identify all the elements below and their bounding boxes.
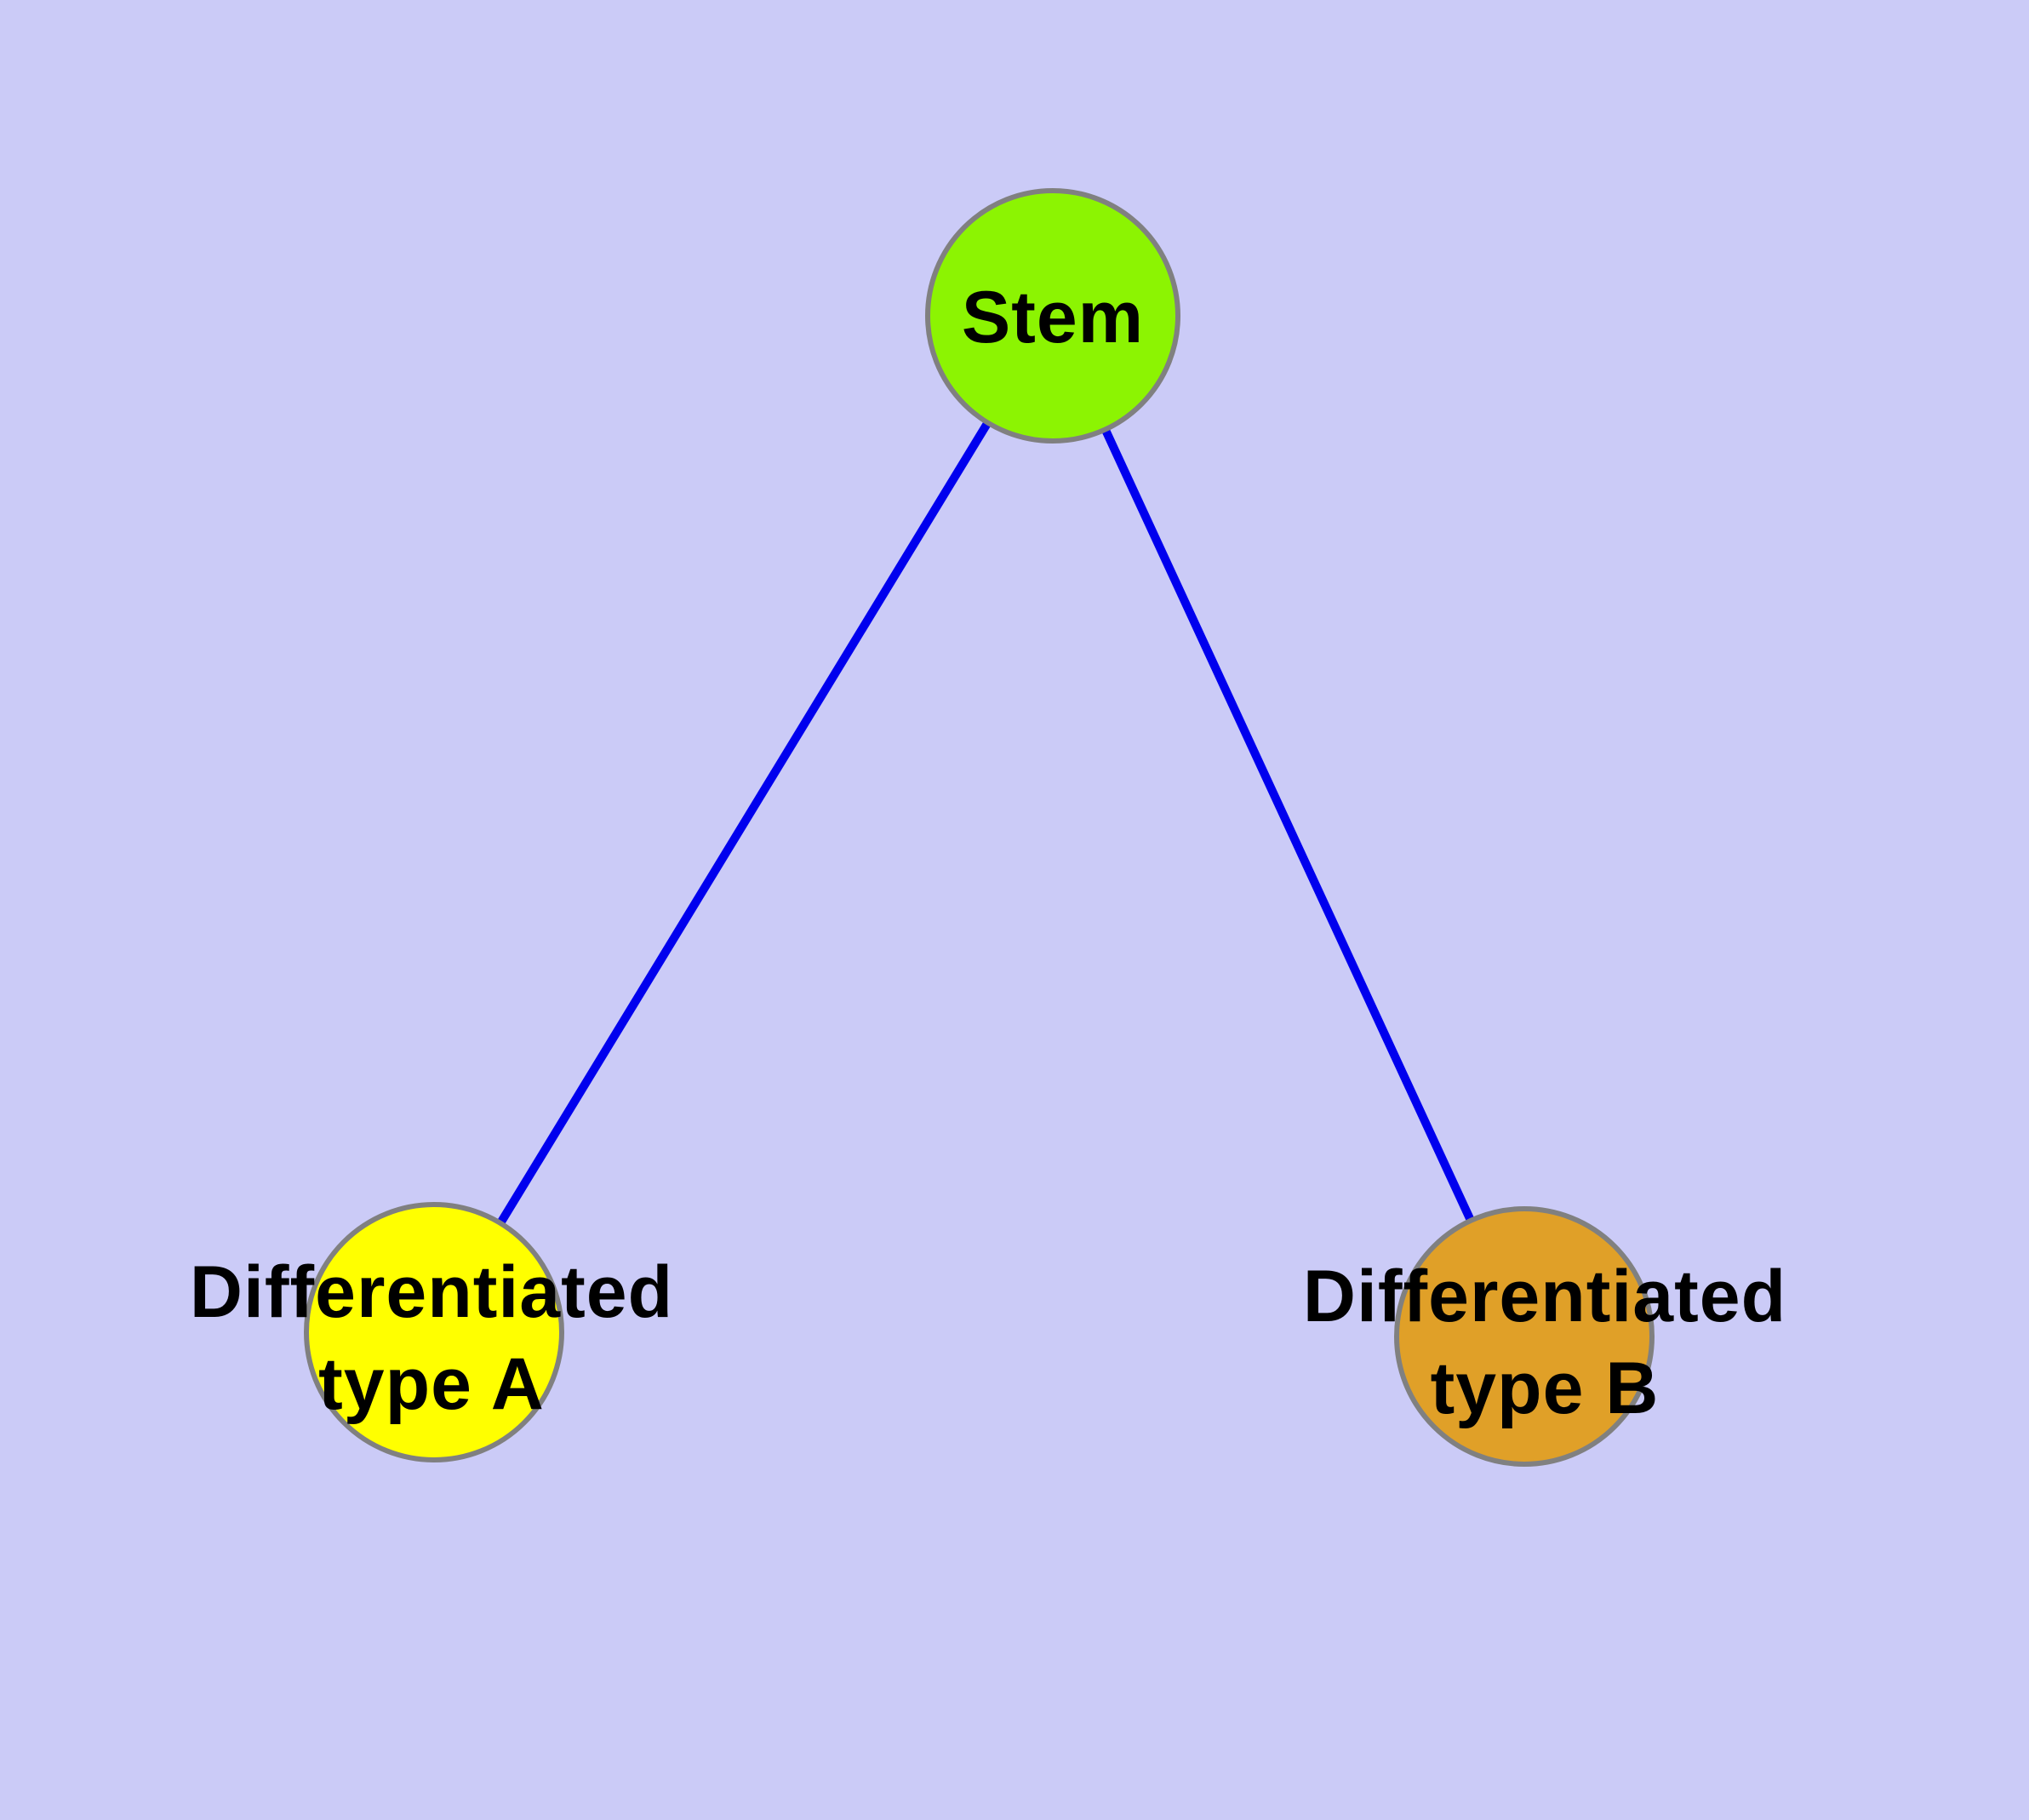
node-type-b-label-line2: type B [1431,1348,1660,1429]
node-differentiated-type-b [1394,1206,1655,1467]
label-layer: Stem Differentiated type A Differentiate… [190,277,1786,1429]
node-type-b-label-line1: Differentiated [1303,1256,1786,1337]
node-type-a-label-line1: Differentiated [190,1251,673,1333]
node-type-a-label-line2: type A [318,1343,545,1425]
edge-stem-to-type-b [1049,313,1529,1339]
node-stem [925,188,1180,444]
edge-layer [430,313,1529,1339]
node-layer [304,188,1655,1467]
edge-stem-to-type-a [430,313,1057,1335]
node-differentiated-type-a [304,1202,564,1462]
node-stem-label: Stem [962,277,1144,358]
